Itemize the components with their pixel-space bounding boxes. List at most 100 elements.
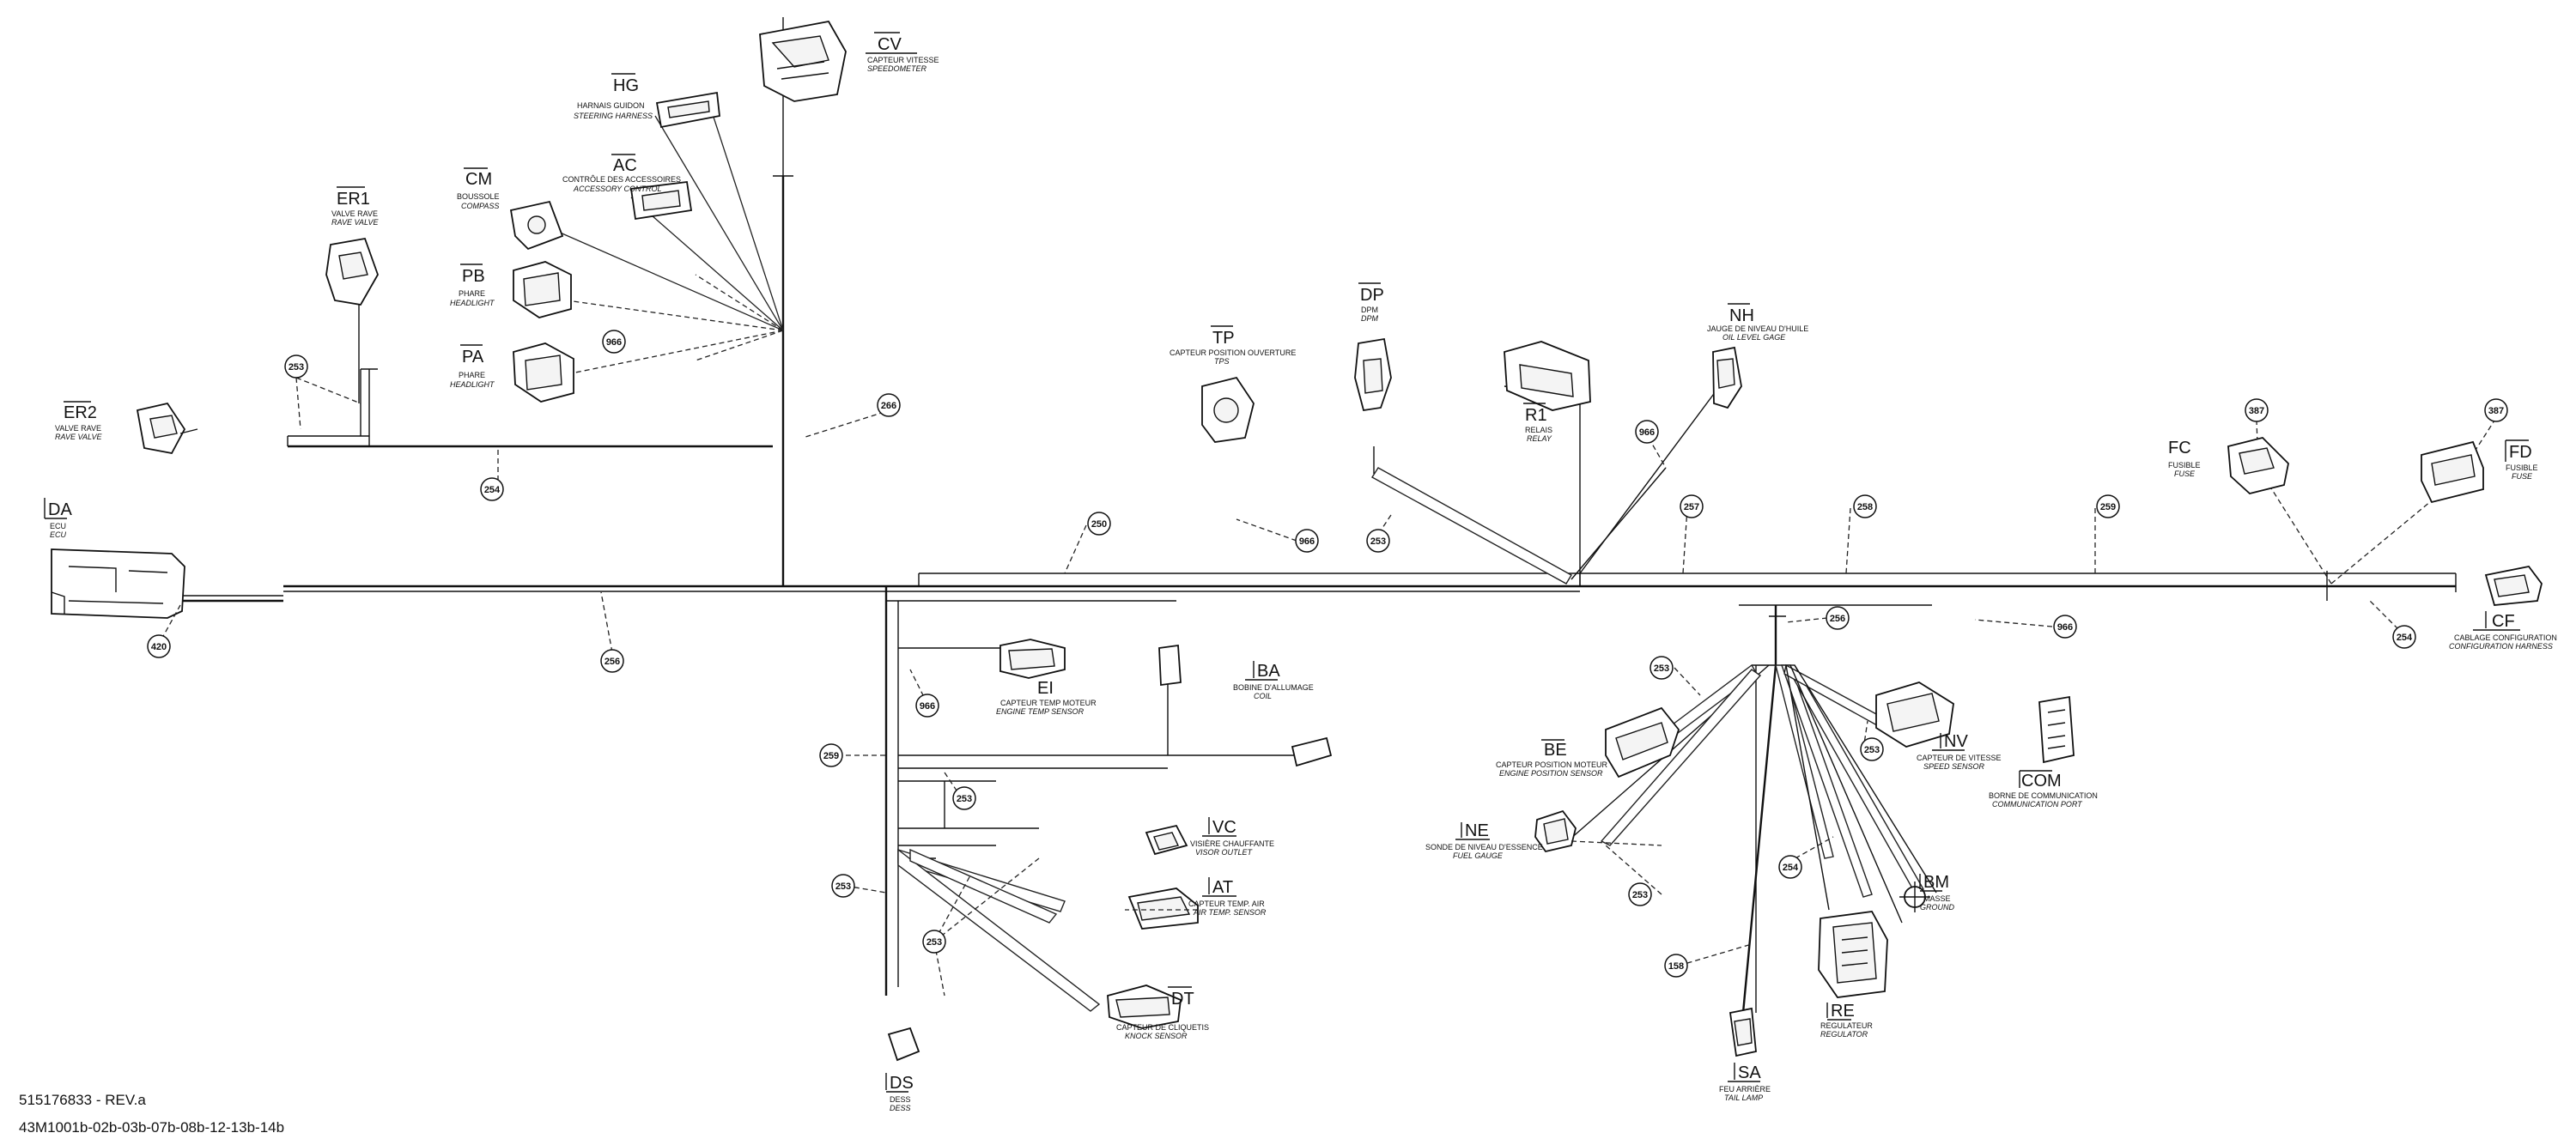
callout-bubble: 253: [1860, 737, 1884, 761]
callout-bubble: 158: [1664, 954, 1688, 978]
svg-text:DS: DS: [890, 1074, 914, 1093]
callout-bubble: 253: [1628, 882, 1652, 906]
ds-connector: [887, 1027, 920, 1062]
svg-text:COMPASS: COMPASS: [461, 202, 499, 210]
svg-text:HEADLIGHT: HEADLIGHT: [450, 299, 495, 307]
model-codes: 43M1001b-02b-03b-07b-08b-12-13b-14b: [19, 1119, 285, 1136]
dp-connector: [1354, 337, 1392, 412]
ne-connector: [1534, 809, 1577, 853]
label-ne: NE SONDE DE NIVEAU D'ESSENCE FUEL GAUGE: [1425, 821, 1543, 860]
svg-text:254: 254: [484, 485, 501, 495]
callout-bubble: 966: [1635, 420, 1659, 444]
label-fd: FD FUSIBLE FUSE: [2505, 439, 2538, 481]
label-dt: DT CAPTEUR DE CLIQUETIS KNOCK SENSOR: [1116, 986, 1209, 1040]
callout-bubble: 253: [922, 930, 946, 954]
svg-text:VC: VC: [1212, 818, 1236, 837]
er1-connector: [325, 237, 379, 306]
svg-text:253: 253: [1864, 745, 1880, 755]
svg-text:STEERING HARNESS: STEERING HARNESS: [574, 112, 653, 120]
label-pb: PB PHARE HEADLIGHT: [450, 264, 495, 307]
svg-text:NH: NH: [1729, 306, 1754, 325]
label-re: RE REGULATEUR REGULATOR: [1820, 1002, 1873, 1039]
svg-text:REGULATEUR: REGULATEUR: [1820, 1021, 1873, 1030]
svg-text:R1: R1: [1525, 406, 1547, 425]
svg-text:258: 258: [1857, 502, 1873, 512]
label-hg: HG HARNAIS GUIDON STEERING HARNESS: [574, 73, 653, 120]
svg-text:387: 387: [2488, 406, 2504, 416]
svg-text:253: 253: [957, 794, 972, 804]
svg-text:259: 259: [2100, 502, 2116, 512]
label-com: COM BORNE DE COMMUNICATION COMMUNICATION…: [1989, 770, 2098, 809]
label-ba: BA BOBINE D'ALLUMAGE COIL: [1233, 661, 1314, 700]
svg-text:RELAY: RELAY: [1527, 434, 1552, 443]
callout-bubble: 256: [600, 649, 624, 673]
svg-text:966: 966: [2057, 622, 2073, 633]
svg-text:REGULATOR: REGULATOR: [1820, 1030, 1868, 1039]
svg-text:NV: NV: [1944, 732, 1968, 751]
svg-text:PA: PA: [462, 348, 484, 367]
pa-connector: [513, 342, 574, 403]
callout-bubble: 420: [147, 634, 171, 658]
callout-bubble: 253: [831, 874, 855, 898]
svg-text:COMMUNICATION PORT: COMMUNICATION PORT: [1992, 800, 2083, 809]
callout-bubble: 259: [2096, 494, 2120, 518]
svg-text:RAVE VALVE: RAVE VALVE: [331, 218, 380, 227]
svg-text:254: 254: [2397, 633, 2413, 643]
bm-ground-symbol: [1899, 881, 1930, 912]
label-ac: AC CONTRÔLE DES ACCESSOIRES ACCESSORY CO…: [562, 154, 681, 193]
svg-text:CAPTEUR VITESSE: CAPTEUR VITESSE: [867, 56, 939, 64]
svg-text:KNOCK SENSOR: KNOCK SENSOR: [1125, 1032, 1188, 1040]
svg-text:256: 256: [605, 657, 620, 667]
svg-text:HG: HG: [613, 76, 639, 95]
svg-text:ECU: ECU: [50, 530, 67, 539]
callout-bubble: 966: [1295, 529, 1319, 553]
fc-connector: [2227, 437, 2289, 494]
svg-text:MASSE: MASSE: [1923, 894, 1951, 903]
label-dp: DP DPM DPM: [1358, 282, 1384, 323]
callout-bubble: 253: [952, 786, 976, 810]
cf-connector: [2484, 566, 2543, 606]
upper-left-branch: [287, 17, 793, 586]
label-r1: R1 RELAIS RELAY: [1523, 403, 1552, 443]
svg-text:266: 266: [881, 401, 896, 411]
svg-text:DESS: DESS: [890, 1095, 911, 1104]
svg-text:GROUND: GROUND: [1920, 903, 1954, 912]
sa-connector: [1728, 1007, 1757, 1057]
svg-text:COIL: COIL: [1254, 692, 1272, 700]
svg-text:256: 256: [1830, 614, 1845, 624]
lower-left-branch: [884, 586, 1297, 1012]
svg-text:253: 253: [835, 881, 851, 892]
svg-text:CONTRÔLE DES ACCESSOIRES: CONTRÔLE DES ACCESSOIRES: [562, 175, 681, 184]
callout-bubble: 257: [1680, 494, 1704, 518]
part-number: 515176833 - REV.a: [19, 1092, 146, 1108]
main-harness-trunk: [180, 572, 2457, 603]
svg-text:ACCESSORY CONTROL: ACCESSORY CONTROL: [573, 185, 662, 193]
svg-text:FUSIBLE: FUSIBLE: [2506, 463, 2538, 472]
pb-connector: [513, 261, 572, 318]
callout-bubble: 387: [2245, 398, 2269, 422]
svg-text:CAPTEUR DE CLIQUETIS: CAPTEUR DE CLIQUETIS: [1116, 1023, 1209, 1032]
svg-text:PB: PB: [462, 267, 485, 286]
svg-text:253: 253: [289, 362, 304, 373]
callout-bubble: 966: [915, 694, 939, 718]
svg-text:420: 420: [151, 642, 167, 652]
svg-text:DP: DP: [1360, 286, 1384, 305]
svg-text:SPEEDOMETER: SPEEDOMETER: [867, 64, 927, 73]
ba-connector: [1158, 644, 1333, 767]
svg-text:VISIÈRE CHAUFFANTE: VISIÈRE CHAUFFANTE: [1190, 839, 1274, 848]
label-sa: SA FEU ARRIÈRE TAIL LAMP: [1719, 1063, 1771, 1102]
callout-bubble: 253: [284, 354, 308, 379]
label-ei: EI CAPTEUR TEMP MOTEUR ENGINE TEMP SENSO…: [996, 679, 1097, 716]
svg-text:257: 257: [1684, 502, 1699, 512]
svg-text:253: 253: [1654, 663, 1669, 674]
label-nh: NH JAUGE DE NIVEAU D'HUILE OIL LEVEL GAG…: [1707, 303, 1808, 342]
svg-text:966: 966: [1639, 427, 1655, 438]
svg-text:DPM: DPM: [1361, 314, 1379, 323]
cv-connector: [759, 20, 847, 102]
label-bm: BM MASSE GROUND: [1919, 873, 1954, 912]
label-er2: ER2 VALVE RAVE RAVE VALVE: [55, 401, 103, 441]
callout-bubble: 254: [2392, 625, 2416, 649]
cm-connector: [509, 200, 564, 251]
svg-text:EI: EI: [1037, 679, 1054, 698]
svg-text:CM: CM: [465, 170, 492, 189]
